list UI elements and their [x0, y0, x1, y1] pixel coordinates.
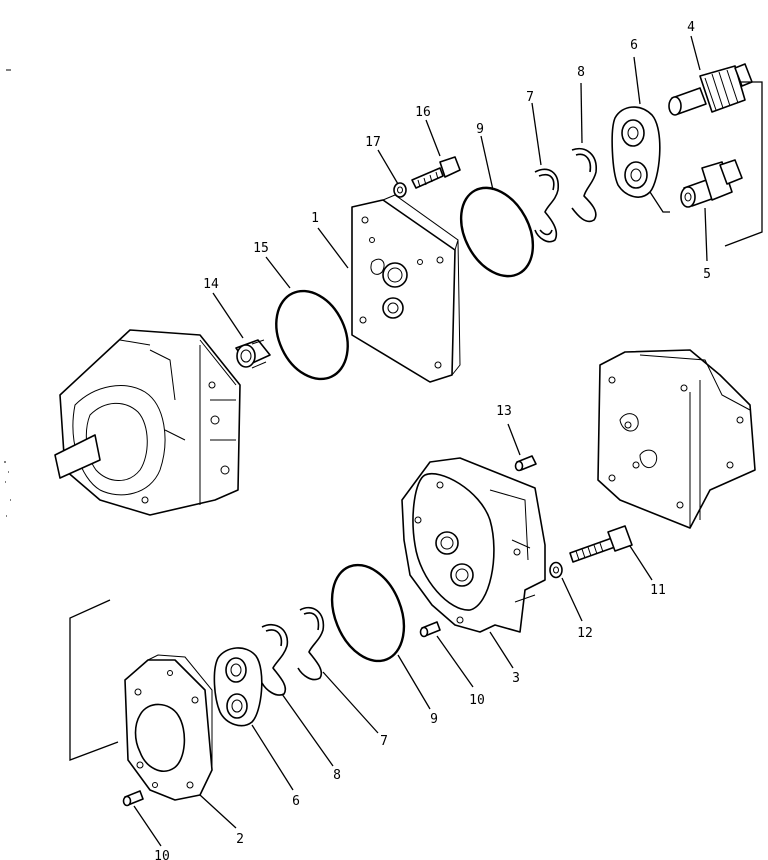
dowel-pin-part-13: [514, 455, 537, 472]
dowel-pin-part-10-bottom: [122, 790, 144, 807]
callout-17: 17: [365, 135, 381, 150]
gear-shaft-part-4: [668, 63, 753, 116]
seal-part-7-upper: [534, 168, 559, 243]
front-cover-part-2: [124, 654, 213, 801]
callout-10-bottom: 10: [154, 849, 170, 860]
o-ring-part-9-upper: [459, 186, 535, 278]
callout-6-lower: 6: [292, 794, 300, 809]
o-ring-part-9-lower: [330, 563, 406, 663]
seal-part-7-lower: [297, 606, 325, 681]
gear-group-bracket: [649, 81, 763, 247]
gear-case-part-3: [401, 457, 546, 633]
callout-8-upper: 8: [577, 65, 585, 80]
callout-16: 16: [415, 105, 431, 120]
rear-cover-housing: [597, 349, 756, 529]
bolt-part-16: [411, 156, 461, 189]
scan-artifact-marks: [4, 69, 11, 517]
callout-9-upper: 9: [476, 122, 484, 137]
callout-7-lower: 7: [380, 734, 388, 749]
callout-10-middle: 10: [469, 693, 485, 708]
gear-shaft-part-5: [680, 159, 743, 208]
bolt-part-11: [569, 525, 633, 563]
side-plate-part-6-lower: [213, 647, 263, 727]
pump-body-assembly: [54, 329, 241, 516]
callout-14: 14: [203, 277, 219, 292]
callout-2: 2: [236, 832, 244, 847]
callout-3: 3: [512, 671, 520, 686]
callout-15: 15: [253, 241, 269, 256]
flange-plate-part-1: [351, 194, 461, 383]
seal-part-8-upper: [571, 148, 597, 223]
callout-labels: 1 2 3 4 5 6 6 7 7 8 8 9 9 10 10 11 12 13…: [154, 20, 711, 860]
callout-4: 4: [687, 20, 695, 35]
callout-13: 13: [496, 404, 512, 419]
callout-8-lower: 8: [333, 768, 341, 783]
callout-12: 12: [577, 626, 593, 641]
dowel-pin-part-10-middle: [419, 621, 441, 638]
lower-group-bracket: [69, 599, 119, 761]
o-ring-part-15: [275, 289, 349, 381]
callout-5: 5: [703, 267, 711, 282]
callout-6-upper: 6: [630, 38, 638, 53]
callout-9-lower: 9: [430, 712, 438, 727]
side-plate-part-6-upper: [611, 106, 661, 198]
leader-lines: [133, 35, 708, 847]
callout-11: 11: [650, 583, 666, 598]
washer-part-12: [549, 561, 563, 579]
callout-1: 1: [311, 211, 319, 226]
callout-7-upper: 7: [526, 90, 534, 105]
washer-part-17: [393, 182, 407, 198]
bushing-part-14: [235, 339, 271, 369]
seal-part-8-lower: [261, 623, 289, 696]
